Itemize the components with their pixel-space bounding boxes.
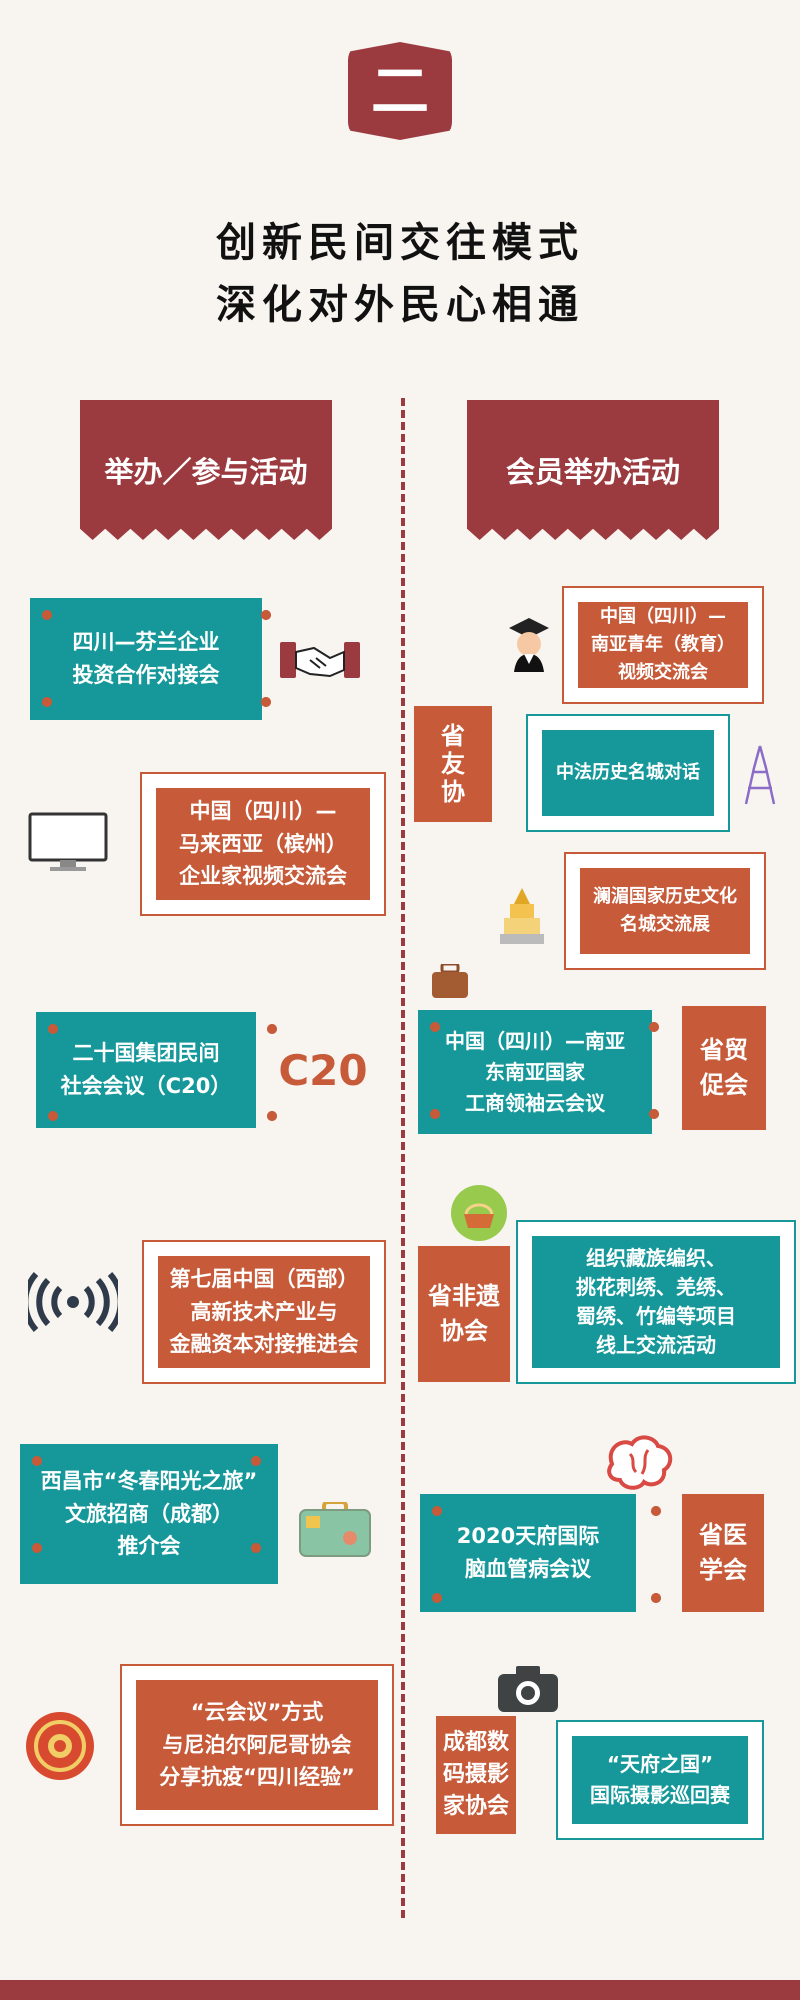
- suitcase-icon: [298, 1502, 372, 1558]
- right-event-2: 中法历史名城对话: [526, 714, 730, 832]
- left-event-2: 中国（四川）— 马来西亚（槟州） 企业家视频交流会: [140, 772, 386, 916]
- left-event-3-text: 二十国集团民间 社会会议（C20）: [60, 1041, 232, 1098]
- brain-icon: [602, 1434, 676, 1494]
- right-event-4-text: 中国（四川）—南亚 东南亚国家 工商领袖云会议: [445, 1028, 625, 1115]
- computer-monitor-icon: [28, 812, 108, 874]
- woven-basket-icon: [450, 1184, 508, 1242]
- graduate-student-icon: [504, 614, 554, 674]
- eiffel-tower-icon: [738, 744, 782, 806]
- right-event-6: 2020天府国际 脑血管病会议: [420, 1494, 636, 1612]
- left-event-5-text: 西昌市“冬春阳光之旅” 文旅招商（成都） 推介会: [40, 1469, 258, 1559]
- nepal-mandala-icon: [24, 1710, 96, 1782]
- page-title-line-2: 深化对外民心相通: [216, 282, 584, 328]
- right-event-5-text: 组织藏族编织、 挑花刺绣、羌绣、 蜀绣、竹编等项目 线上交流活动: [532, 1236, 780, 1368]
- briefcase-icon: [430, 964, 470, 1000]
- section-number-badge: 二: [348, 42, 452, 140]
- wireless-signal-icon: [28, 1272, 118, 1332]
- left-event-6-text: “云会议”方式 与尼泊尔阿尼哥协会 分享抗疫“四川经验”: [136, 1680, 378, 1810]
- left-event-4: 第七届中国（西部） 高新技术产业与 金融资本对接推进会: [142, 1240, 386, 1384]
- org-provincial-intangible-heritage-association: 省非遗 协会: [418, 1246, 510, 1382]
- left-event-2-text: 中国（四川）— 马来西亚（槟州） 企业家视频交流会: [156, 788, 370, 900]
- right-event-7-text: “天府之国” 国际摄影巡回赛: [572, 1736, 748, 1824]
- timeline-divider: [401, 398, 405, 1918]
- c20-logo-text: C20: [278, 1045, 368, 1095]
- right-event-2-text: 中法历史名城对话: [542, 730, 714, 816]
- right-event-1-text: 中国（四川）— 南亚青年（教育） 视频交流会: [578, 602, 748, 688]
- left-event-6: “云会议”方式 与尼泊尔阿尼哥协会 分享抗疫“四川经验”: [120, 1664, 394, 1826]
- left-event-1-text: 四川—芬兰企业 投资合作对接会: [72, 630, 220, 687]
- right-column-header: 会员举办活动: [467, 400, 719, 540]
- left-column-header: 举办／参与活动: [80, 400, 332, 540]
- left-event-1: 四川—芬兰企业 投资合作对接会: [30, 598, 262, 720]
- org-chengdu-digital-photographers-association: 成都数 码摄影 家协会: [436, 1716, 516, 1834]
- page-title-line-1: 创新民间交往模式: [216, 220, 584, 266]
- left-event-3: 二十国集团民间 社会会议（C20）: [36, 1012, 256, 1128]
- right-event-7: “天府之国” 国际摄影巡回赛: [556, 1720, 764, 1840]
- right-event-3-text: 澜湄国家历史文化 名城交流展: [580, 868, 750, 954]
- left-event-4-text: 第七届中国（西部） 高新技术产业与 金融资本对接推进会: [158, 1256, 370, 1368]
- bottom-decorative-bar: [0, 1980, 800, 2000]
- right-event-1: 中国（四川）— 南亚青年（教育） 视频交流会: [562, 586, 764, 704]
- org-provincial-friendship-association: 省 友 协: [414, 706, 492, 822]
- camera-icon: [496, 1664, 560, 1714]
- left-event-5: 西昌市“冬春阳光之旅” 文旅招商（成都） 推介会: [20, 1444, 278, 1584]
- right-event-4: 中国（四川）—南亚 东南亚国家 工商领袖云会议: [418, 1010, 652, 1134]
- golden-pagoda-icon: [496, 884, 548, 948]
- handshake-icon: [280, 634, 360, 689]
- org-provincial-trade-promotion-council: 省贸 促会: [682, 1006, 766, 1130]
- right-event-6-text: 2020天府国际 脑血管病会议: [456, 1524, 600, 1581]
- right-event-3: 澜湄国家历史文化 名城交流展: [564, 852, 766, 970]
- org-provincial-medical-association: 省医 学会: [682, 1494, 764, 1612]
- right-event-5: 组织藏族编织、 挑花刺绣、羌绣、 蜀绣、竹编等项目 线上交流活动: [516, 1220, 796, 1384]
